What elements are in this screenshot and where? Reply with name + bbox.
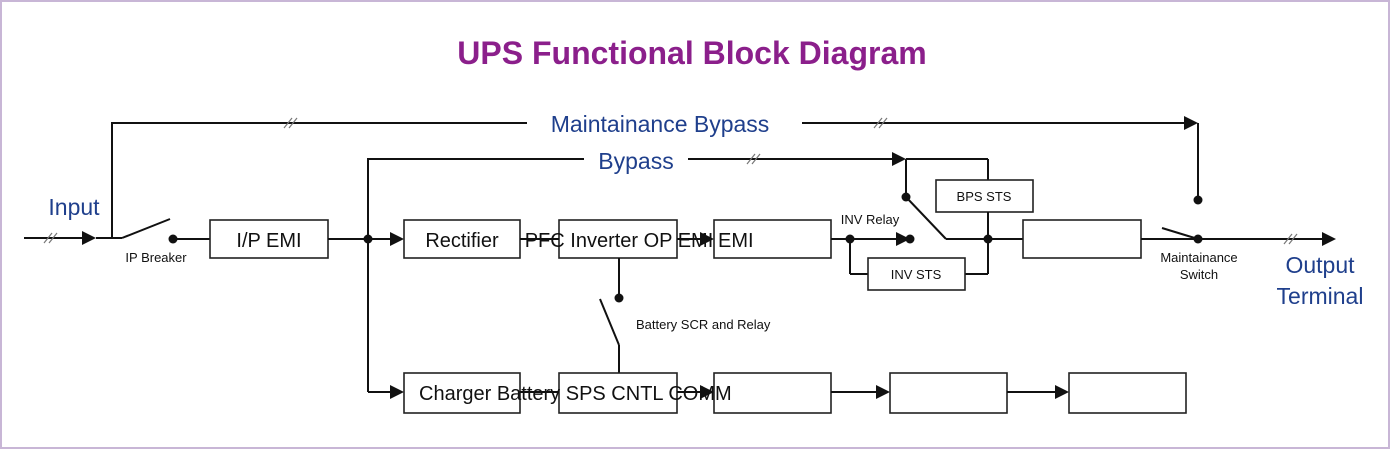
input-label: Input [48,194,100,220]
sps-to-cntl-arrow [876,385,890,399]
main-line-1 [328,232,404,399]
op-emi-label: EMI [718,230,754,252]
cntl-block [889,372,1008,414]
maintenance-switch [1141,227,1336,246]
output-label-1: Output [1285,252,1355,278]
inv-relay-path [831,232,989,275]
maintenance-switch-label-2: Switch [1180,267,1218,282]
ip-breaker-switch [112,218,210,244]
diagram-title: UPS Functional Block Diagram [457,35,926,71]
battery-scr-relay-label: Battery SCR and Relay [636,317,771,332]
bypass-line [367,152,989,238]
charger-block [403,372,521,414]
maintenance-bypass-line [111,116,1203,238]
comm-block [1068,372,1187,414]
ip-breaker-label: IP Breaker [125,250,187,265]
output-label-2: Terminal [1277,283,1364,309]
input-line [24,231,112,245]
maintenance-switch-label-1: Maintainance [1160,250,1237,265]
output-block [1022,219,1142,259]
battery-scr-relay [599,258,624,373]
battery-to-sps-arrow [700,385,714,399]
sps-block [713,372,832,414]
inv-relay-label: INV Relay [841,212,900,227]
inv-sts-block [867,257,966,291]
battery-block [558,372,678,414]
rectifier-block [403,219,521,259]
bypass-switch-blade [905,196,947,240]
charger-label: Charger Battery SPS CNTL COMM [419,383,732,405]
bypass-label: Bypass [598,148,673,174]
bps-sts-label: BPS STS [957,189,1012,204]
cntl-to-comm-arrow [1055,385,1069,399]
rectifier-label: Rectifier [425,230,499,252]
bps-sts-block [935,179,1034,213]
pfc-inverter-label: PFC Inverter OP EMI [525,230,714,252]
op-emi-block [713,219,832,259]
inv-sts-label: INV STS [891,267,942,282]
maintenance-bypass-label: Maintainance Bypass [551,111,770,137]
ip-emi-label: I/P EMI [236,230,301,252]
inverter-to-emi-arrow [700,232,714,246]
